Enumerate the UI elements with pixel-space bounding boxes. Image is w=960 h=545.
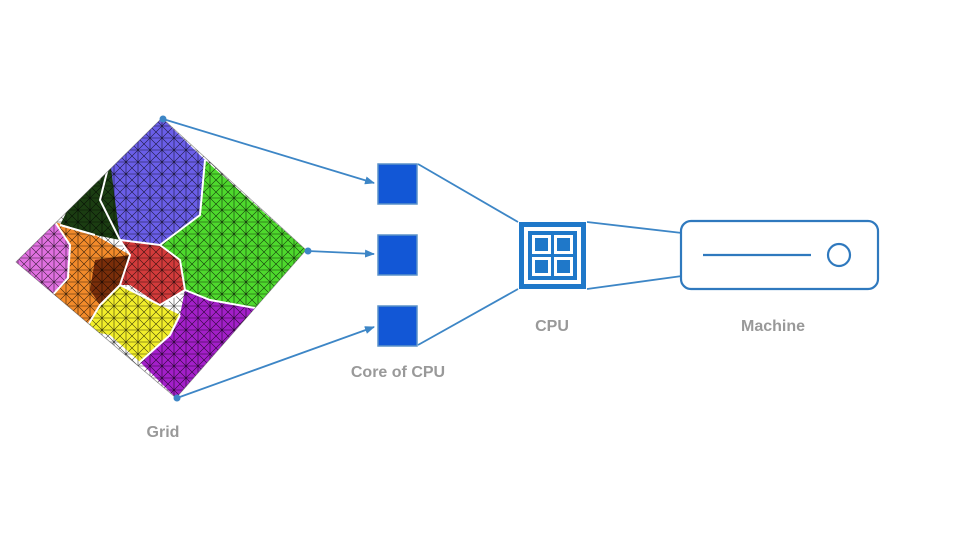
core-of-cpu-label: Core of CPU: [350, 364, 446, 381]
cpu-label: CPU: [535, 318, 569, 335]
server-machine-icon: [679, 219, 880, 291]
connector-grid-right: [307, 249, 375, 258]
cpu-chip-icon: [519, 222, 586, 289]
cpu-core-box: [377, 163, 418, 205]
endpoint-dot: [159, 115, 167, 123]
machine-label: Machine: [740, 318, 805, 335]
cpu-core-box: [377, 234, 418, 276]
connector-grid-top: [162, 118, 375, 185]
grid-label: Grid: [146, 424, 180, 441]
connector-grid-bottom: [176, 326, 375, 399]
cpu-core-box: [377, 305, 418, 347]
endpoint-dot: [304, 247, 312, 255]
cpu-to-machine-connectors: [586, 221, 683, 290]
endpoint-dot: [173, 394, 181, 402]
connector-endpoints: [159, 115, 312, 402]
core-to-cpu-connectors: [417, 163, 519, 346]
cpu-cores: [377, 163, 418, 347]
grid-to-core-connectors: [162, 118, 375, 399]
